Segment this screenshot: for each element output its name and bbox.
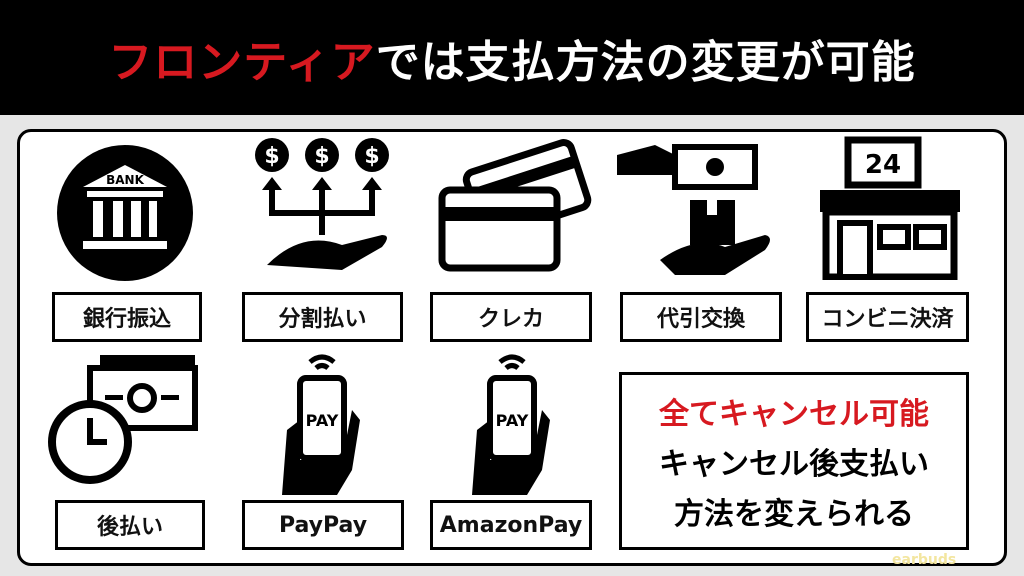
installment-icon: $ $ $ bbox=[242, 135, 402, 280]
method-installment: 分割払い bbox=[242, 292, 403, 342]
cash-on-delivery-icon bbox=[615, 135, 775, 280]
method-paypay: PayPay bbox=[242, 500, 404, 550]
method-bank-transfer: 銀行振込 bbox=[52, 292, 202, 342]
pay-text: PAY bbox=[306, 411, 339, 430]
mobile-pay-icon: PAY bbox=[242, 350, 402, 495]
dollar-icon: $ bbox=[264, 144, 279, 169]
dollar-icon: $ bbox=[314, 144, 329, 169]
convenience-store-icon: 24 bbox=[810, 135, 970, 280]
method-deferred-payment: 後払い bbox=[55, 500, 205, 550]
bank-icon-text: BANK bbox=[106, 173, 144, 187]
method-amazonpay: AmazonPay bbox=[430, 500, 592, 550]
page-title: フロンティアでは支払方法の変更が可能 bbox=[0, 0, 1024, 115]
method-cash-on-delivery: 代引交換 bbox=[620, 292, 782, 342]
method-credit-card: クレカ bbox=[430, 292, 592, 342]
note-line-2: キャンセル後支払い bbox=[659, 447, 929, 482]
note-line-3: 方法を変えられる bbox=[674, 497, 914, 532]
store-hours-text: 24 bbox=[865, 150, 901, 180]
title-brand: フロンティア bbox=[108, 36, 376, 88]
cancellation-note: 全てキャンセル可能 キャンセル後支払い 方法を変えられる bbox=[619, 372, 969, 550]
deferred-payment-icon bbox=[45, 350, 205, 495]
watermark: earbuds bbox=[892, 552, 957, 568]
mobile-pay-icon: PAY bbox=[432, 350, 592, 495]
bank-icon: BANK bbox=[45, 140, 205, 285]
method-convenience-store: コンビニ決済 bbox=[806, 292, 969, 342]
pay-text: PAY bbox=[496, 411, 529, 430]
title-text: では支払方法の変更が可能 bbox=[375, 36, 916, 88]
note-line-1: 全てキャンセル可能 bbox=[659, 397, 929, 432]
credit-card-icon bbox=[432, 135, 592, 280]
dollar-icon: $ bbox=[364, 144, 379, 169]
